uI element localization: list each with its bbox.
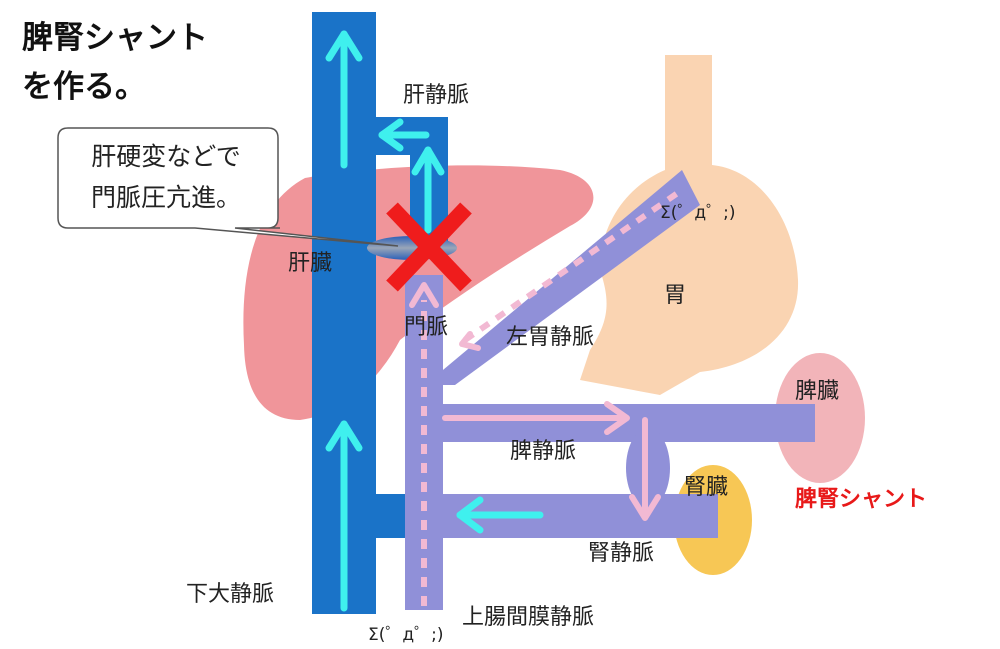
label-liver: 肝臓 xyxy=(288,251,332,276)
label-ivc: 下大静脈 xyxy=(186,582,274,607)
spleen-shape xyxy=(775,353,865,483)
callout-line2: 門脈圧亢進。 xyxy=(91,183,241,212)
label-splenorenal-shunt: 脾腎シャント xyxy=(795,487,927,512)
label-smv: 上腸間膜静脈 xyxy=(462,605,594,630)
portal-flow-arrows xyxy=(409,282,661,521)
obstruction-cross-icon xyxy=(386,202,472,292)
emoticon-stomach: Σ(゜д゜;) xyxy=(660,203,736,223)
title-line2: を作る。 xyxy=(22,69,146,105)
label-portal-vein: 門脈 xyxy=(404,315,448,340)
label-hepatic-vein: 肝静脈 xyxy=(403,83,469,108)
label-renal-vein: 腎静脈 xyxy=(588,541,654,566)
label-stomach: 胃 xyxy=(664,283,686,308)
title-line1: 脾腎シャント xyxy=(22,20,208,56)
label-kidney: 腎臓 xyxy=(684,475,728,500)
systemic-flow-arrows xyxy=(325,30,544,612)
emoticon-bottom: Σ(゜д゜;) xyxy=(368,625,444,645)
stomach-shape xyxy=(580,55,799,395)
callout-line1: 肝硬変などで xyxy=(91,142,241,171)
portal-flow-dashes xyxy=(421,187,684,606)
callout-bubble: 肝硬変などで 門脈圧亢進。 xyxy=(57,127,399,247)
label-spleen: 脾臓 xyxy=(795,379,839,404)
portal-vessels xyxy=(405,170,815,610)
label-left-gastric-vein: 左胃静脈 xyxy=(506,325,594,350)
label-splenic-vein: 脾静脈 xyxy=(510,439,576,464)
